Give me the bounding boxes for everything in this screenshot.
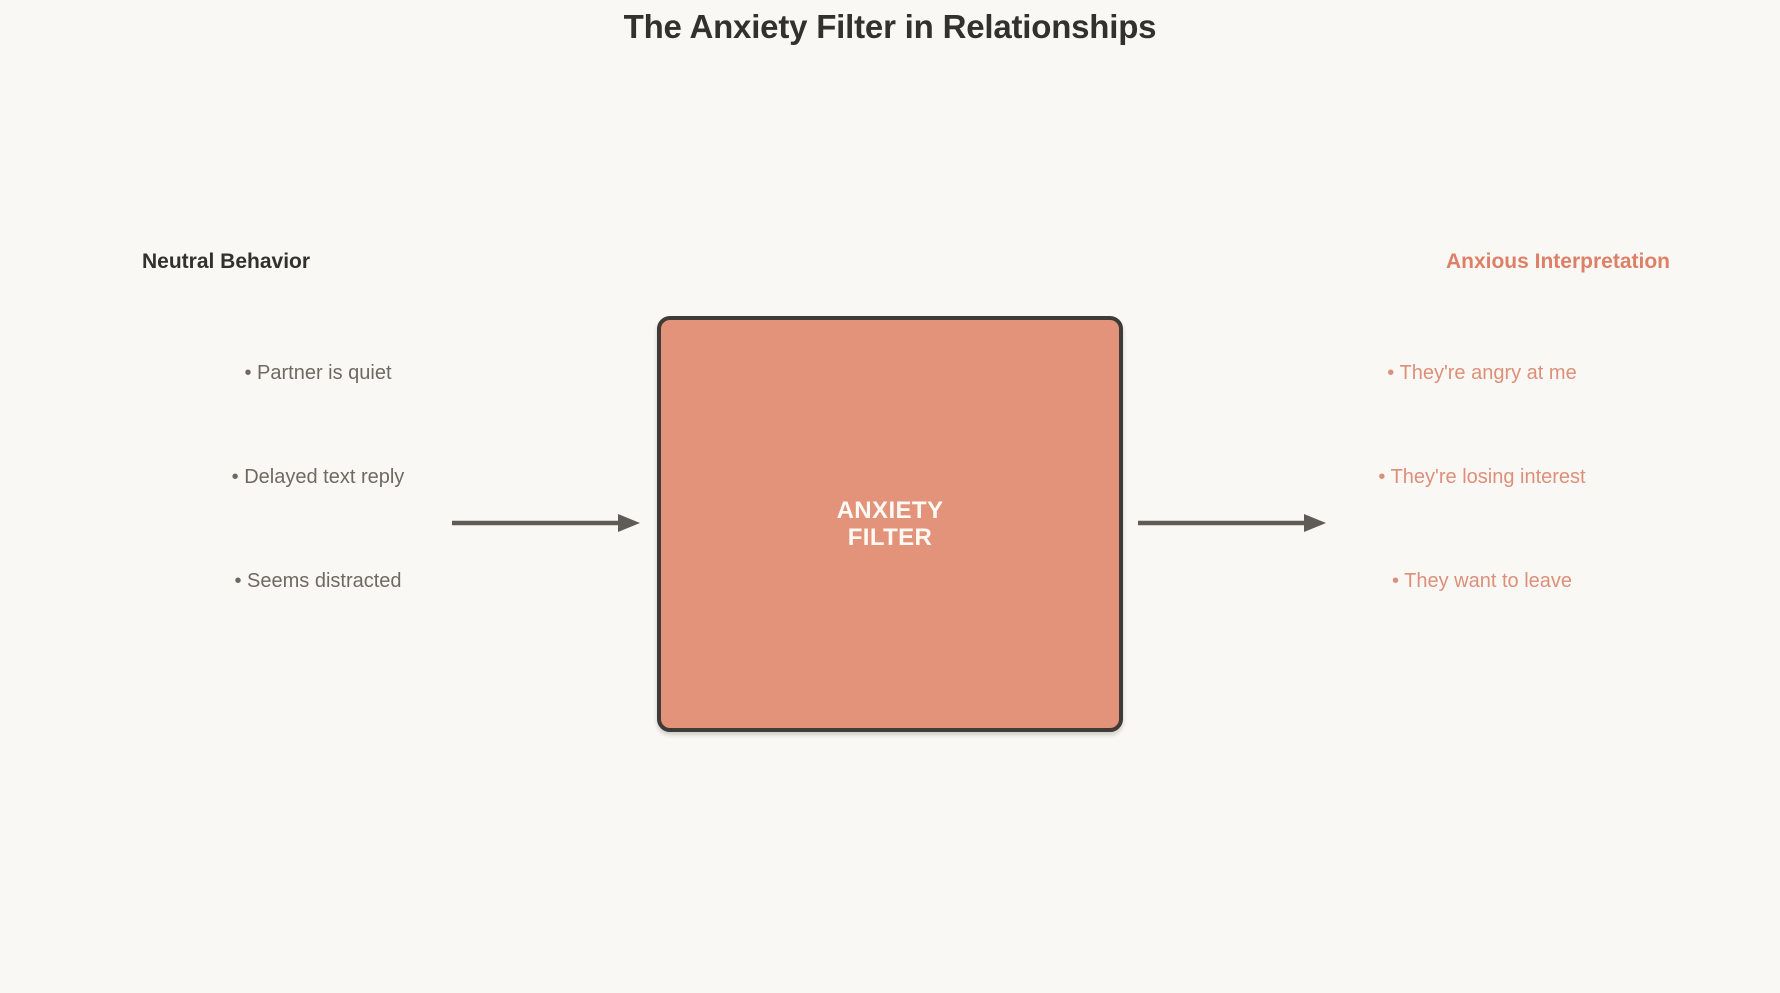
right-column-heading: Anxious Interpretation — [1445, 250, 1670, 273]
list-item: • Delayed text reply — [231, 466, 405, 488]
list-item: • They're losing interest — [1378, 466, 1586, 488]
list-item: • Seems distracted — [234, 570, 402, 592]
input-arrow-icon — [450, 505, 642, 541]
left-column-heading: Neutral Behavior — [142, 250, 311, 273]
output-arrow-icon — [1136, 505, 1328, 541]
filter-node-line-1: ANXIETY — [836, 497, 944, 524]
anxious-interpretation-list: • They're angry at me • They're losing i… — [1272, 360, 1692, 672]
list-item: • Partner is quiet — [244, 362, 392, 384]
list-item: • They're angry at me — [1387, 362, 1577, 384]
list-item: • They want to leave — [1391, 570, 1573, 592]
page-title: The Anxiety Filter in Relationships — [623, 8, 1157, 45]
filter-node-line-2: FILTER — [847, 524, 933, 551]
anxiety-filter-node: ANXIETY FILTER — [657, 316, 1123, 732]
neutral-behavior-list: • Partner is quiet • Delayed text reply … — [108, 360, 528, 672]
